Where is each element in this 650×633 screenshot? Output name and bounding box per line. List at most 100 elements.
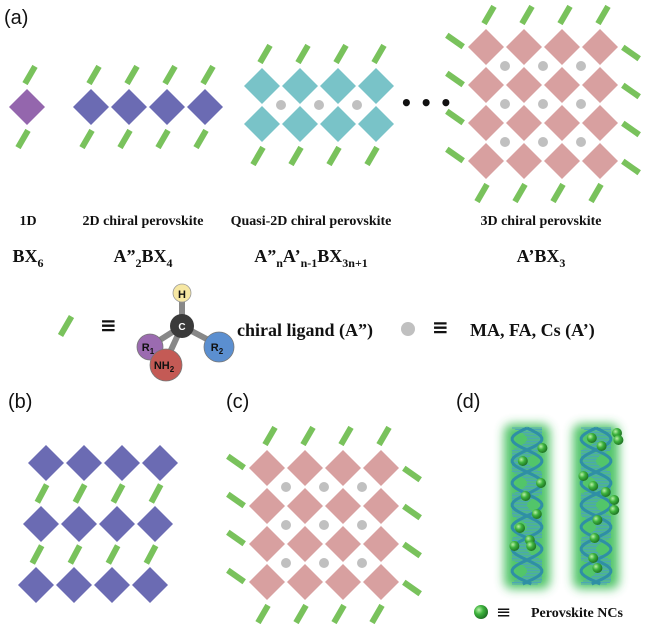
carbon-atom <box>170 314 194 338</box>
perovskite-nanocrystal <box>592 563 603 573</box>
formula-part: A” <box>254 246 276 266</box>
formula-part: A’BX <box>517 246 560 266</box>
octahedron <box>358 106 394 142</box>
octahedron <box>73 89 109 125</box>
chiral-ligand <box>226 529 246 547</box>
octahedron <box>582 143 618 179</box>
octahedron <box>287 564 323 600</box>
formula-subscript: 6 <box>38 256 44 270</box>
a-site-cation <box>576 61 586 71</box>
formula-subscript: 3n+1 <box>342 256 368 270</box>
panel-c-3d-structure <box>226 425 422 625</box>
chiral-ligand <box>445 70 465 88</box>
formula-2d: A”2BX4 <box>113 246 172 270</box>
octahedron <box>506 29 542 65</box>
octahedron <box>28 445 64 481</box>
chiral-ligand <box>338 425 354 447</box>
octahedron <box>320 106 356 142</box>
octahedron <box>149 89 185 125</box>
formula-subscript: 2 <box>135 256 141 270</box>
chiral-ligand <box>295 43 311 65</box>
nh2-atom <box>149 348 183 382</box>
octahedron <box>468 29 504 65</box>
chiral-molecule-icon: H R1 R2 NH2 C <box>136 283 235 382</box>
helix-backbone <box>510 426 544 586</box>
chiral-ligand <box>288 145 304 167</box>
octahedron <box>325 564 361 600</box>
chiral-ligand <box>512 182 528 204</box>
octahedron <box>99 506 135 542</box>
chiral-ligand <box>262 425 278 447</box>
octahedron <box>468 105 504 141</box>
chiral-ligand <box>67 544 83 565</box>
panel-d-label: (d) <box>456 391 480 413</box>
a-site-cation <box>352 100 362 110</box>
chiral-ligand <box>293 603 309 625</box>
octahedron <box>18 567 54 603</box>
legend-ligand: ≡ <box>57 313 117 338</box>
chiral-ligand <box>162 64 178 86</box>
perovskite-nanocrystal <box>588 481 599 491</box>
octahedron <box>363 526 399 562</box>
ellipsis: • • • <box>400 91 452 115</box>
octahedron <box>363 488 399 524</box>
a-site-cation <box>319 482 329 492</box>
a-site-cation <box>319 558 329 568</box>
perovskite-nanocrystal <box>609 495 620 505</box>
octahedron <box>249 488 285 524</box>
chiral-ligand <box>519 4 535 26</box>
formula-part: BX <box>317 246 342 266</box>
octahedron <box>104 445 140 481</box>
octahedron <box>287 488 323 524</box>
caption-2d: 2D chiral perovskite <box>82 214 203 229</box>
octahedron <box>287 450 323 486</box>
caption-quasi-2d: Quasi-2D chiral perovskite <box>231 214 392 229</box>
chiral-ligand <box>72 483 88 504</box>
chiral-ligand <box>326 145 342 167</box>
a-site-cation <box>319 520 329 530</box>
formula-part: A” <box>113 246 135 266</box>
equiv-symbol-cation: ≡ <box>432 315 449 339</box>
octahedron <box>244 68 280 104</box>
ligand-legend-text: chiral ligand (A”) <box>237 320 373 341</box>
octahedron <box>363 450 399 486</box>
panel-d-helices <box>504 424 624 589</box>
octahedron <box>282 68 318 104</box>
a-site-cation <box>576 137 586 147</box>
chiral-ligand <box>86 64 102 86</box>
octahedron <box>325 526 361 562</box>
perovskite-nanocrystal <box>613 435 624 445</box>
chiral-ligand <box>117 128 133 150</box>
chiral-ligand <box>364 145 380 167</box>
equiv-symbol-ligand: ≡ <box>100 313 117 337</box>
chiral-ligand <box>595 4 611 26</box>
formula-part: BX <box>141 246 166 266</box>
chiral-ligand <box>445 32 465 50</box>
perovskite-nanocrystal <box>600 487 611 497</box>
octahedron <box>582 105 618 141</box>
chiral-ligand <box>300 425 316 447</box>
formula-1d: BX6 <box>12 246 43 270</box>
chiral-ligand <box>110 483 126 504</box>
perovskite-nanocrystal <box>509 541 520 551</box>
chiral-ligand <box>22 64 38 86</box>
perovskite-nanocrystal <box>515 523 525 533</box>
chiral-ligand <box>200 64 216 86</box>
octahedron <box>468 67 504 103</box>
chiral-ligand <box>402 541 422 559</box>
a-site-cation <box>276 100 286 110</box>
octahedron <box>23 506 59 542</box>
a-site-cation <box>357 558 367 568</box>
cation-legend-text: MA, FA, Cs (A’) <box>470 320 595 341</box>
octahedron <box>544 29 580 65</box>
chiral-ligand <box>621 44 641 62</box>
formula-part: A’ <box>283 246 301 266</box>
octahedron <box>320 68 356 104</box>
a-site-cation <box>576 99 586 109</box>
a-site-cation <box>500 61 510 71</box>
chiral-ligand <box>79 128 95 150</box>
chiral-ligand <box>155 128 171 150</box>
octahedron <box>244 106 280 142</box>
chiral-ligand <box>250 145 266 167</box>
